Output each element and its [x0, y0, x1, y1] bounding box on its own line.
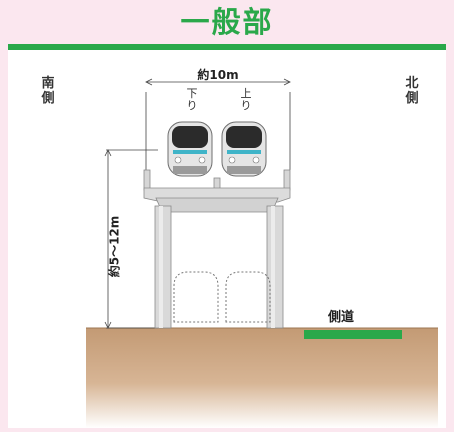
label-down-track: 下り [186, 87, 198, 112]
future-train-outline-left [173, 271, 219, 323]
column-left-highlight [159, 206, 163, 328]
height-arrow-top [104, 149, 112, 157]
height-arrow-bottom [104, 321, 112, 329]
label-north: 北側 [405, 76, 419, 106]
cross-section-canvas: 南側 北側 約10m 下り 上り 約5～12m 側道 [8, 50, 446, 428]
future-train-outline-right [225, 271, 271, 323]
train-up [221, 121, 267, 177]
ground [86, 328, 438, 428]
side-road-strip [304, 330, 402, 339]
side-road-label: 側道 [328, 310, 355, 325]
label-south: 南側 [41, 76, 55, 106]
width-label: 約10m [197, 68, 239, 82]
parapet-right [283, 169, 291, 191]
viaduct [143, 169, 291, 329]
page-title: 一般部 [180, 5, 274, 39]
cross-section-svg [86, 78, 438, 428]
width-arrow-left [145, 78, 153, 86]
train-down [167, 121, 213, 177]
cross-beam [155, 197, 279, 213]
height-label: 約5～12m [107, 215, 122, 278]
column-right-highlight [271, 206, 275, 328]
title-underline [8, 44, 446, 50]
width-arrow-right [283, 78, 291, 86]
parapet-left [143, 169, 151, 191]
label-up-track: 上り [240, 87, 252, 112]
